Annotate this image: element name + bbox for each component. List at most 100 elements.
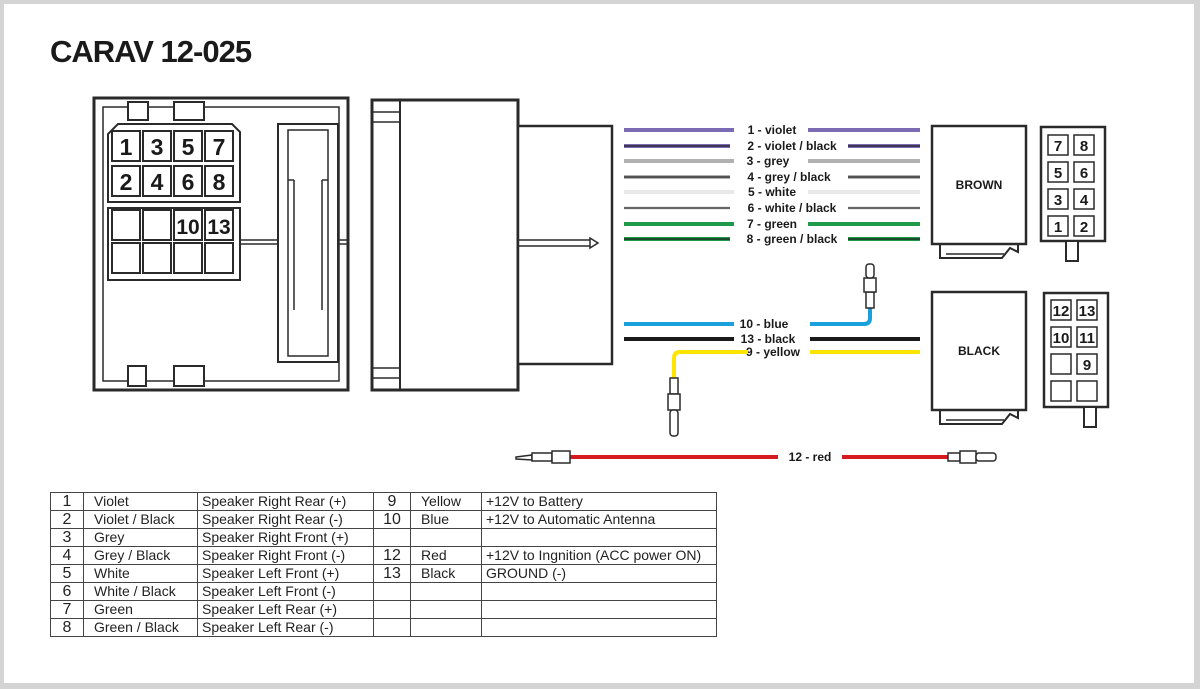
legend-cell-function2 [481, 582, 717, 601]
brown-pin-5: 5 [1047, 161, 1069, 183]
wire-label: 10 - blue [740, 317, 789, 331]
black-pin-label: 10 [1053, 330, 1070, 347]
yellow-wire-terminal [667, 350, 748, 437]
legend-cell-color2: Yellow [410, 492, 482, 511]
brown-pin-label: 8 [1080, 138, 1088, 155]
black-pin-label: 9 [1083, 357, 1091, 374]
iso-connector-side [370, 98, 614, 392]
iso-pin-empty-3-0 [111, 242, 141, 274]
legend-cell-function2 [481, 600, 717, 619]
black-pin-11: 11 [1076, 326, 1098, 348]
legend-cell-function2: +12V to Ingnition (ACC power ON) [481, 546, 717, 565]
legend-cell-function2: GROUND (-) [481, 564, 717, 583]
brown-pin-4: 4 [1073, 188, 1095, 210]
legend-cell-function: Speaker Right Rear (+) [197, 492, 374, 511]
black-pin-empty-2-0 [1050, 353, 1072, 375]
black-pin-label: 11 [1079, 330, 1095, 347]
legend-cell-function2: +12V to Battery [481, 492, 717, 511]
legend-cell-num2: 13 [373, 564, 411, 583]
brown-pin-2: 2 [1073, 215, 1095, 237]
iso-pin-label: 1 [120, 134, 133, 160]
legend-cell-function: Speaker Right Rear (-) [197, 510, 374, 529]
legend-cell-function2 [481, 528, 717, 547]
red-wire-terminals [515, 450, 997, 464]
iso-pin-empty-3-3 [204, 242, 234, 274]
legend-cell-function: Speaker Left Front (+) [197, 564, 374, 583]
brown-pin-7: 7 [1047, 134, 1069, 156]
black-connector-label: BLACK [958, 344, 1000, 358]
legend-cell-color2 [410, 618, 482, 637]
wire-label: 6 - white / black [748, 201, 837, 215]
blue-wire-terminal [810, 263, 877, 326]
wire-3: 3 - grey [624, 154, 920, 168]
wire-12: 12 - red [570, 450, 948, 464]
wire-label: 2 - violet / black [747, 139, 837, 153]
legend-cell-num2 [373, 582, 411, 601]
legend-cell-function: Speaker Left Rear (+) [197, 600, 374, 619]
wire-5: 5 - white [624, 185, 920, 199]
legend-cell-color2 [410, 528, 482, 547]
iso-pin-4: 4 [142, 165, 172, 197]
iso-pin-13: 13 [204, 209, 234, 241]
wire-1: 1 - violet [624, 123, 920, 137]
legend-cell-num: 6 [50, 582, 84, 601]
brown-pin-label: 7 [1054, 138, 1062, 155]
brown-connector-label: BROWN [956, 178, 1003, 192]
iso-pin-3: 3 [142, 130, 172, 162]
legend-cell-color: White / Black [83, 582, 198, 601]
iso-pin-7: 7 [204, 130, 234, 162]
black-connector: BLACK [930, 290, 1028, 425]
black-pin-label: 13 [1079, 303, 1096, 320]
legend-cell-color: Violet / Black [83, 510, 198, 529]
legend-cell-num: 1 [50, 492, 84, 511]
brown-pin-6: 6 [1073, 161, 1095, 183]
iso-pin-empty-2-1 [142, 209, 172, 241]
legend-cell-color2: Blue [410, 510, 482, 529]
legend-cell-num: 5 [50, 564, 84, 583]
legend-cell-num2: 9 [373, 492, 411, 511]
iso-pin-label: 4 [151, 169, 164, 195]
wire-6: 6 - white / black [624, 201, 920, 215]
iso-pin-empty-2-0 [111, 209, 141, 241]
page-title: CARAV 12-025 [50, 34, 252, 69]
iso-pin-1: 1 [111, 130, 141, 162]
black-pin-13: 13 [1076, 299, 1098, 321]
brown-pin-3: 3 [1047, 188, 1069, 210]
iso-pin-label: 2 [120, 169, 133, 195]
iso-pin-label: 10 [176, 216, 199, 239]
legend-cell-function2: +12V to Automatic Antenna [481, 510, 717, 529]
iso-pin-empty-3-2 [173, 242, 203, 274]
legend-cell-function2 [481, 618, 717, 637]
iso-pin-label: 13 [207, 216, 230, 239]
legend-cell-num: 4 [50, 546, 84, 565]
legend-cell-function: Speaker Left Front (-) [197, 582, 374, 601]
iso-pin-empty-3-1 [142, 242, 172, 274]
black-pin-label: 12 [1053, 303, 1070, 320]
wire-label: 1 - violet [748, 123, 797, 137]
wire-label: 9 - yellow [746, 345, 801, 359]
brown-pin-1: 1 [1047, 215, 1069, 237]
black-pin-empty-3-0 [1050, 380, 1072, 402]
legend-cell-color: White [83, 564, 198, 583]
legend-cell-function: Speaker Left Rear (-) [197, 618, 374, 637]
iso-pin-8: 8 [204, 165, 234, 197]
legend-cell-num2: 12 [373, 546, 411, 565]
legend-cell-color: Grey / Black [83, 546, 198, 565]
iso-pin-2: 2 [111, 165, 141, 197]
iso-pin-label: 3 [151, 134, 164, 160]
iso-pin-6: 6 [173, 165, 203, 197]
wire-label: 12 - red [789, 450, 832, 464]
legend-cell-num: 8 [50, 618, 84, 637]
black-pin-grid: 12 13 10 11 9 [1050, 299, 1098, 402]
wire-label: 13 - black [741, 332, 796, 346]
